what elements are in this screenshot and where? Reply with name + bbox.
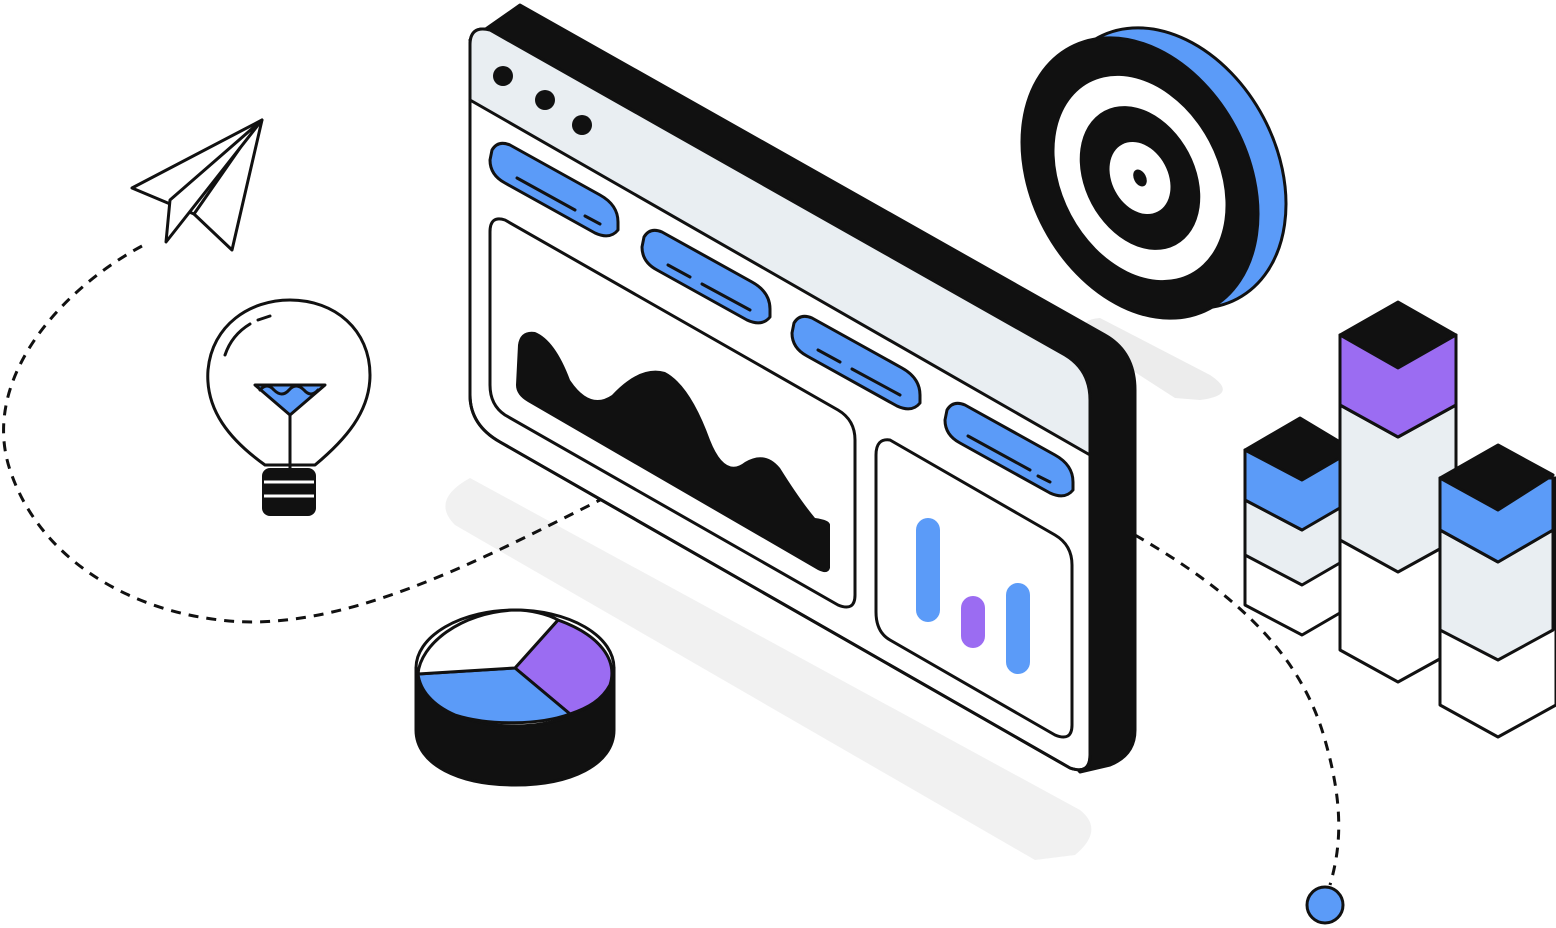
pie-slice-blue — [416, 666, 572, 725]
block-right — [1438, 443, 1556, 739]
dashed-flight-path-left — [2, 244, 601, 624]
mini-bar-group — [916, 518, 1030, 674]
target-shadow — [1082, 318, 1223, 400]
light-bulb-icon — [206, 298, 372, 516]
block-small — [1243, 416, 1347, 637]
paper-plane-icon — [130, 118, 264, 252]
pill-button-1[interactable] — [488, 141, 620, 238]
pill-button-2[interactable] — [640, 228, 772, 325]
stacked-blocks-icon — [1243, 300, 1556, 739]
mini-bar-2 — [961, 596, 985, 648]
area-chart-panel — [488, 217, 857, 609]
mini-bar-3 — [1006, 583, 1030, 674]
endpoint-dot-icon — [1305, 885, 1345, 925]
pill-button-4[interactable] — [943, 401, 1075, 498]
block-tall — [1338, 300, 1458, 684]
window-dot-maximize[interactable] — [572, 115, 592, 135]
floor-shadows — [445, 318, 1223, 860]
browser-window — [468, 3, 1137, 774]
mini-bar-1 — [916, 518, 940, 622]
pie-slice-white — [416, 608, 560, 676]
pill-button-3[interactable] — [790, 314, 922, 411]
window-title-bar — [470, 29, 1090, 455]
bar-chart-panel — [874, 438, 1074, 739]
pie-slice-purple — [513, 618, 614, 716]
pie-chart-icon — [414, 608, 616, 787]
window-dot-minimize[interactable] — [535, 90, 555, 110]
area-chart-shape — [516, 331, 830, 573]
target-icon — [1020, 26, 1288, 320]
window-dot-close[interactable] — [493, 66, 513, 86]
window-shadow — [445, 478, 1092, 860]
